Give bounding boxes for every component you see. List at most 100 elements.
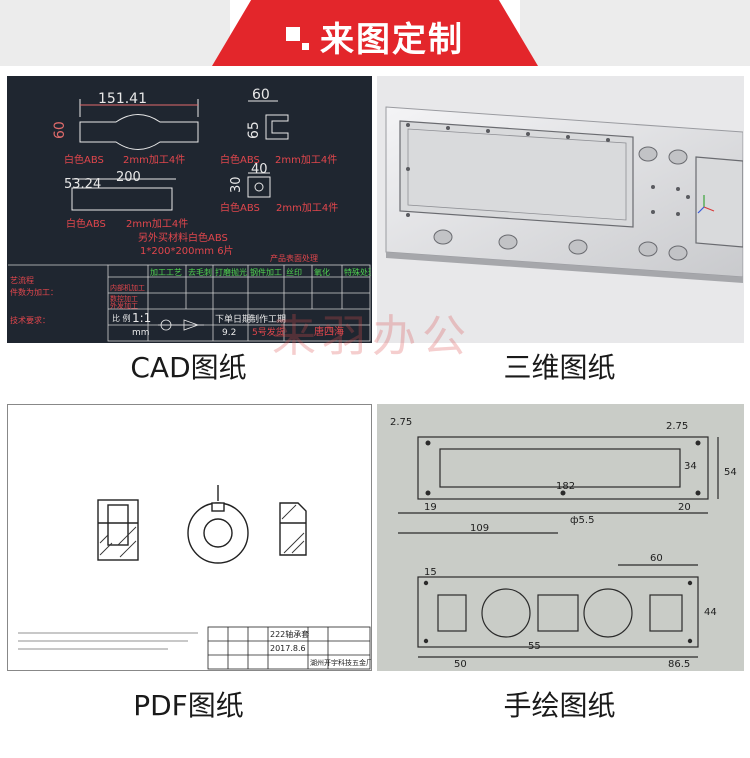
cad-drawing: 151.41 60 白色ABS 2mm加工4件 60 65 白色ABS 2mm加… [8,87,371,342]
handdrawn-drawing: 2.75 2.75 182 109 19 20 34 54 ф5.5 60 86 [390,417,737,670]
hand-dim: 15 [424,567,437,578]
cad-tb-scale: 1:1 [132,311,151,325]
hand-dim: 55 [528,641,541,652]
cad-tb-left-2: 件数为加工： [10,287,58,297]
hand-dim: 44 [704,607,717,618]
cad-dim-65: 65 [246,121,262,139]
hand-dim: 34 [684,461,697,472]
cad-note-3: 白色ABS [66,217,106,230]
cad-dim-40: 40 [251,162,268,177]
cad-tb-cell: 加工工艺 [150,267,182,277]
hand-top-holes [425,440,701,496]
cad-tb-unit: mm [132,328,150,338]
hand-dim: 2.75 [390,417,412,428]
hand-top-dims: 2.75 2.75 182 109 19 20 34 54 ф5.5 [390,417,737,534]
hand-dim: 109 [470,523,489,534]
cad-tb-mid-3: 外发加工 [110,301,138,310]
caption-3d: 三维图纸 [503,351,616,384]
hand-dim: 19 [424,502,437,513]
pdf-tb-company: 湖州开宇科技五金厂 [310,658,371,667]
hand-dim: ф5.5 [570,515,594,526]
cad-tb-work: 5号发货 [252,326,285,338]
pdf-drawing: 222轴承套 2017.8.6 湖州开宇科技五金厂 [18,485,371,670]
3d-plate-edge [386,252,743,283]
cad-part-1 [79,99,199,150]
cad-projection-icon [158,319,204,331]
hand-dim: 182 [556,481,575,492]
header-banner: 来图定制 [0,0,750,66]
hand-dim: 54 [724,467,737,478]
hand-dim: 20 [678,502,691,513]
pdf-part-side [279,502,307,556]
cad-tb-work-label: 制作工期 [250,313,286,325]
cad-note-2: 白色ABS [220,153,260,166]
cad-tb-row1: 加工工艺 去毛刺 打磨抛光 钢件加工 丝印 氧化 特殊处理 [150,267,371,277]
pdf-title-block [207,626,371,670]
cad-dim-60b: 60 [252,87,270,103]
cad-extra-2: 1*200*200mm 6片 [140,244,234,257]
cad-tb-name: 唐四海 [314,325,344,338]
cad-extra-1: 另外买材料白色ABS [138,231,228,244]
cad-tb-cell: 丝印 [286,267,302,277]
header-title: 来图定制 [0,12,750,61]
cad-tb-scale-label: 比 例 [112,313,131,323]
cad-tb-cell: 氧化 [314,267,330,277]
handdrawn-drawing-image: 2.75 2.75 182 109 19 20 34 54 ф5.5 60 86 [377,404,744,671]
hand-dim: 50 [454,659,467,670]
pdf-tb-date: 2017.8.6 [270,644,306,653]
3d-holes [433,146,688,261]
caption-pdf: PDF图纸 [133,689,244,722]
pdf-hatching-2 [281,504,305,554]
cad-note-4: 白色ABS [220,201,260,214]
cad-tb-tech: 技术要求： [10,315,50,325]
cad-tb-cell: 打磨抛光 [215,267,247,277]
cad-note-4b: 2mm加工4件 [276,202,338,214]
cad-note-1: 白色ABS [64,153,104,166]
cad-dim-30: 30 [229,176,244,193]
hand-bottom-part [417,564,699,658]
hand-dim: 86.5 [668,659,690,670]
cad-tb-cell: 特殊处理 [344,267,371,277]
header-title-text: 来图定制 [320,20,464,60]
pdf-drawing-image: 222轴承套 2017.8.6 湖州开宇科技五金厂 [7,404,372,671]
cad-tb-date: 9.2 [222,328,236,338]
cad-dim-200: 200 [116,170,141,185]
hand-dim: 60 [650,553,663,564]
hand-bottom-holes [423,580,693,644]
cad-tb-date-label: 下单日期 [215,313,251,325]
pdf-tb-part: 222轴承套 [270,629,309,639]
pdf-notes [18,632,198,650]
pdf-hatching [99,526,137,558]
3d-window-left [399,120,634,228]
cad-note-1b: 2mm加工4件 [123,154,185,166]
3d-window-left-inner [407,128,627,221]
3d-window-right [695,156,743,248]
cad-tb-mid-2: 数控加工 [110,294,138,303]
cad-note-2b: 2mm加工4件 [275,154,337,166]
hand-bottom-dims: 60 86.5 50 55 15 44 [424,553,717,670]
cad-part-2 [248,100,289,140]
caption-handdrawn: 手绘图纸 [503,689,616,722]
cad-part-3 [71,178,176,211]
cad-tb-cell: 去毛刺 [188,267,212,277]
watermark: 来羽办公 [272,311,472,362]
cad-drawing-image: 151.41 60 白色ABS 2mm加工4件 60 65 白色ABS 2mm加… [7,76,372,343]
3d-axis-triad [697,195,715,214]
cad-tb-mid-1: 内部机加工 [110,283,145,292]
hand-dim: 2.75 [666,421,688,432]
cad-note-3b: 2mm加工4件 [126,218,188,230]
cad-dim-60a: 60 [52,121,68,139]
cad-dim-5324: 53.24 [64,177,101,192]
caption-cad: CAD图纸 [130,351,247,384]
header-red-band [212,0,538,66]
header-side-left [0,0,230,66]
cad-tb-heading: 产品表面处理 [270,253,318,263]
pdf-part-front [187,485,249,564]
header-band [0,0,750,66]
header-squares-icon [286,27,309,50]
cad-tb-cell: 钢件加工 [250,267,282,277]
hand-top-part [398,436,719,534]
3d-model [385,106,743,283]
cad-dim-151: 151.41 [98,91,147,107]
header-side-right [520,0,750,66]
